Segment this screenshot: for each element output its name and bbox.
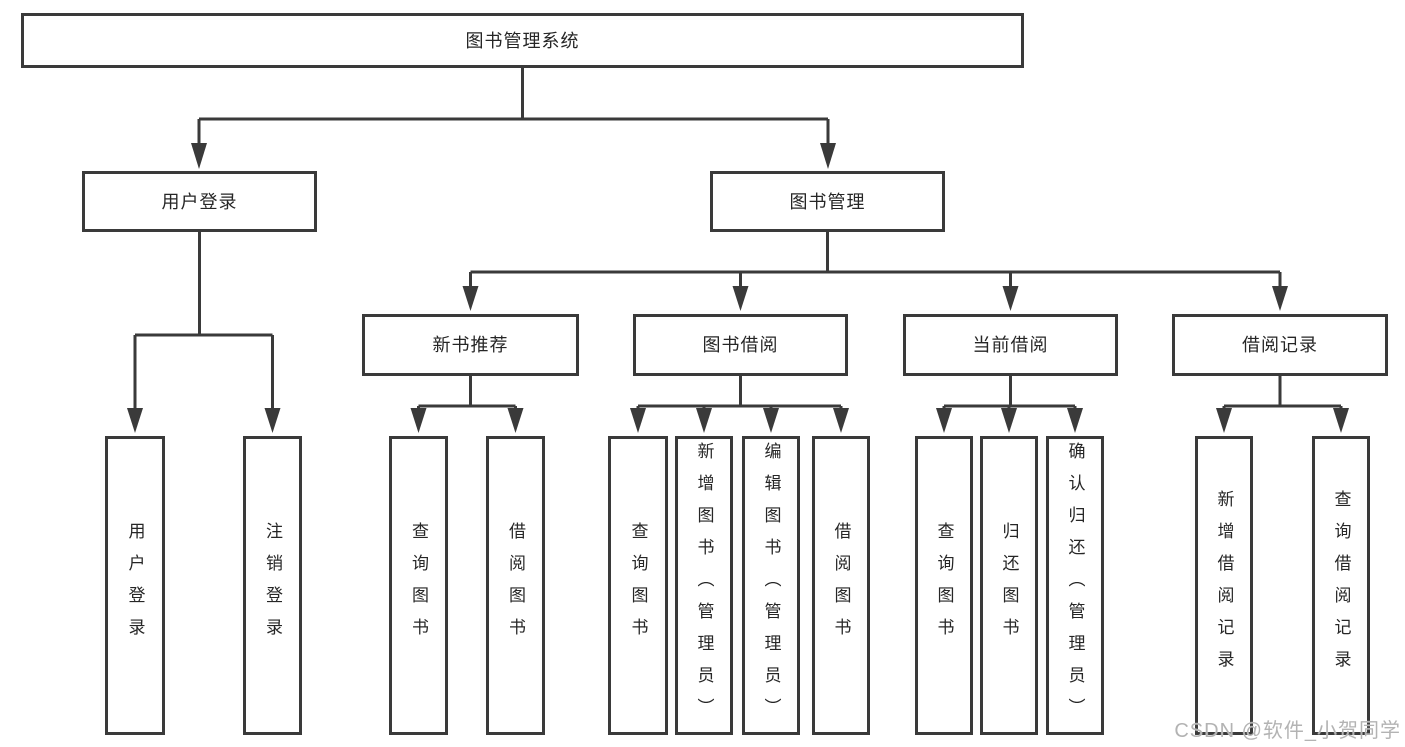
node-query-books-borrow: 查询图书 xyxy=(608,436,668,735)
arrowhead xyxy=(1001,408,1017,433)
node-label: 借阅图书 xyxy=(831,521,851,650)
node-query-books-recommend: 查询图书 xyxy=(389,436,448,735)
node-label: 确认归还（管理员） xyxy=(1065,441,1085,730)
arrowhead xyxy=(1067,408,1083,433)
arrowhead xyxy=(833,408,849,433)
arrowhead xyxy=(763,408,779,433)
arrowhead xyxy=(264,408,281,433)
node-label: 归还图书 xyxy=(999,521,1019,650)
node-book-management: 图书管理 xyxy=(710,171,945,232)
node-add-book-admin: 新增图书（管理员） xyxy=(675,436,733,735)
arrowhead xyxy=(696,408,712,433)
connector-user-login xyxy=(133,232,274,409)
node-borrow-books-recommend: 借阅图书 xyxy=(486,436,545,735)
node-label: 借阅图书 xyxy=(506,521,525,650)
arrowhead xyxy=(1002,286,1019,311)
node-edit-book-admin: 编辑图书（管理员） xyxy=(742,436,800,735)
node-label: 用户登录 xyxy=(125,521,145,650)
arrowhead xyxy=(936,408,952,433)
node-user-login: 用户登录 xyxy=(82,171,317,232)
arrowhead xyxy=(820,143,836,169)
node-label: 新增图书（管理员） xyxy=(694,441,714,730)
arrowhead xyxy=(630,408,646,433)
node-label: 查询借阅记录 xyxy=(1331,489,1351,682)
node-label: 借阅记录 xyxy=(1242,335,1318,355)
arrowhead xyxy=(191,143,207,169)
node-query-books-current: 查询图书 xyxy=(915,436,973,735)
arrowhead xyxy=(127,408,143,433)
arrowhead xyxy=(507,408,524,433)
node-label: 当前借阅 xyxy=(972,335,1049,355)
node-label: 注销登录 xyxy=(263,521,282,650)
node-new-book-recommend: 新书推荐 xyxy=(362,314,579,376)
node-book-borrow: 图书借阅 xyxy=(633,314,848,376)
arrowhead xyxy=(732,286,749,311)
node-borrow-books: 借阅图书 xyxy=(812,436,870,735)
node-logout-action: 注销登录 xyxy=(243,436,302,735)
connector-borrow-records xyxy=(1222,376,1343,410)
node-add-borrow-record: 新增借阅记录 xyxy=(1195,436,1253,735)
connector-book-management xyxy=(469,232,1282,287)
node-label: 图书管理系统 xyxy=(465,30,580,51)
arrowhead xyxy=(462,286,479,311)
node-label: 用户登录 xyxy=(161,191,238,212)
node-label: 图书管理 xyxy=(789,191,866,212)
watermark: CSDN @软件_小贺同学 xyxy=(1174,720,1401,742)
node-return-books: 归还图书 xyxy=(980,436,1038,735)
node-library-system: 图书管理系统 xyxy=(21,13,1024,68)
connector-new-book xyxy=(417,376,517,410)
node-label: 新增借阅记录 xyxy=(1214,489,1234,682)
node-confirm-return-admin: 确认归还（管理员） xyxy=(1046,436,1104,735)
arrowhead xyxy=(1333,408,1349,433)
arrowhead xyxy=(1216,408,1232,433)
node-query-borrow-record: 查询借阅记录 xyxy=(1312,436,1370,735)
node-current-borrow: 当前借阅 xyxy=(903,314,1118,376)
node-label: 查询图书 xyxy=(934,521,954,650)
connector-book-borrow xyxy=(636,376,843,410)
node-label: 新书推荐 xyxy=(432,335,509,355)
connector-root xyxy=(197,68,830,145)
node-borrow-records: 借阅记录 xyxy=(1172,314,1388,376)
node-label: 编辑图书（管理员） xyxy=(761,441,781,730)
arrowhead xyxy=(410,408,427,433)
connector-current-borrow xyxy=(942,376,1077,410)
node-label: 查询图书 xyxy=(409,521,428,650)
arrowhead xyxy=(1272,286,1288,311)
node-label: 图书借阅 xyxy=(702,335,779,355)
node-label: 查询图书 xyxy=(628,521,648,650)
node-user-login-action: 用户登录 xyxy=(105,436,165,735)
